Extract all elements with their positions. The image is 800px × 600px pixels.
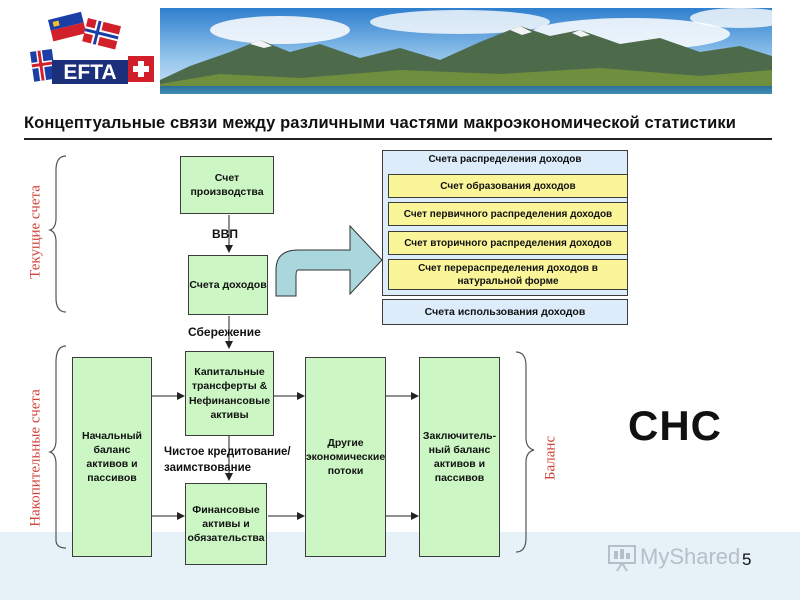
- accumulation-accounts-brace: [48, 345, 67, 549]
- left-braces: [48, 155, 67, 549]
- income-distribution-arrow: [275, 224, 383, 297]
- presentation-board-icon: [608, 545, 636, 572]
- capital-transfers-box: Капитальные трансферты & Нефинансовые ак…: [185, 351, 274, 436]
- income-generation-account: Счет образования доходов: [388, 174, 628, 198]
- landscape-banner: [160, 8, 772, 94]
- income-distribution-heading: Счета распределения доходов: [428, 154, 582, 165]
- current-accounts-brace: [48, 155, 67, 313]
- other-flows-box: Другие экономические потоки: [305, 357, 386, 557]
- title-divider: [24, 138, 772, 140]
- secondary-distribution-account: Счет вторичного распределения доходов: [388, 231, 628, 255]
- efta-logo: EFTA: [18, 8, 160, 94]
- use-of-income-box: Счета использования доходов: [382, 299, 628, 325]
- saving-label: Сбережение: [188, 325, 261, 339]
- balance-brace: [515, 351, 535, 553]
- watermark-text: MyShared: [640, 544, 741, 569]
- in-kind-redistribution-account: Счет перераспределения доходов в натурал…: [388, 259, 628, 290]
- page-title: Концептуальные связи между различными ча…: [24, 114, 736, 132]
- flags-icon: EFTA: [29, 11, 154, 84]
- logo-text: EFTA: [63, 61, 116, 84]
- sna-acronym: СНС: [628, 402, 722, 449]
- income-accounts-box: Счета доходов: [188, 255, 268, 315]
- financial-assets-box: Финансовые активы и обязательства: [185, 483, 267, 565]
- closing-balance-box: Заключитель-ный баланс активов и пассиво…: [419, 357, 500, 557]
- production-account-box: Счет производства: [180, 156, 274, 214]
- net-lending-label: Чистое кредитование/ заимствование: [164, 446, 291, 475]
- primary-distribution-account: Счет первичного распределения доходов: [388, 202, 628, 226]
- myshared-watermark: MyShared: [606, 540, 746, 574]
- gdp-label: ВВП: [212, 227, 238, 241]
- page-number: 5: [742, 550, 752, 569]
- opening-balance-box: Начальный баланс активов и пассивов: [72, 357, 152, 557]
